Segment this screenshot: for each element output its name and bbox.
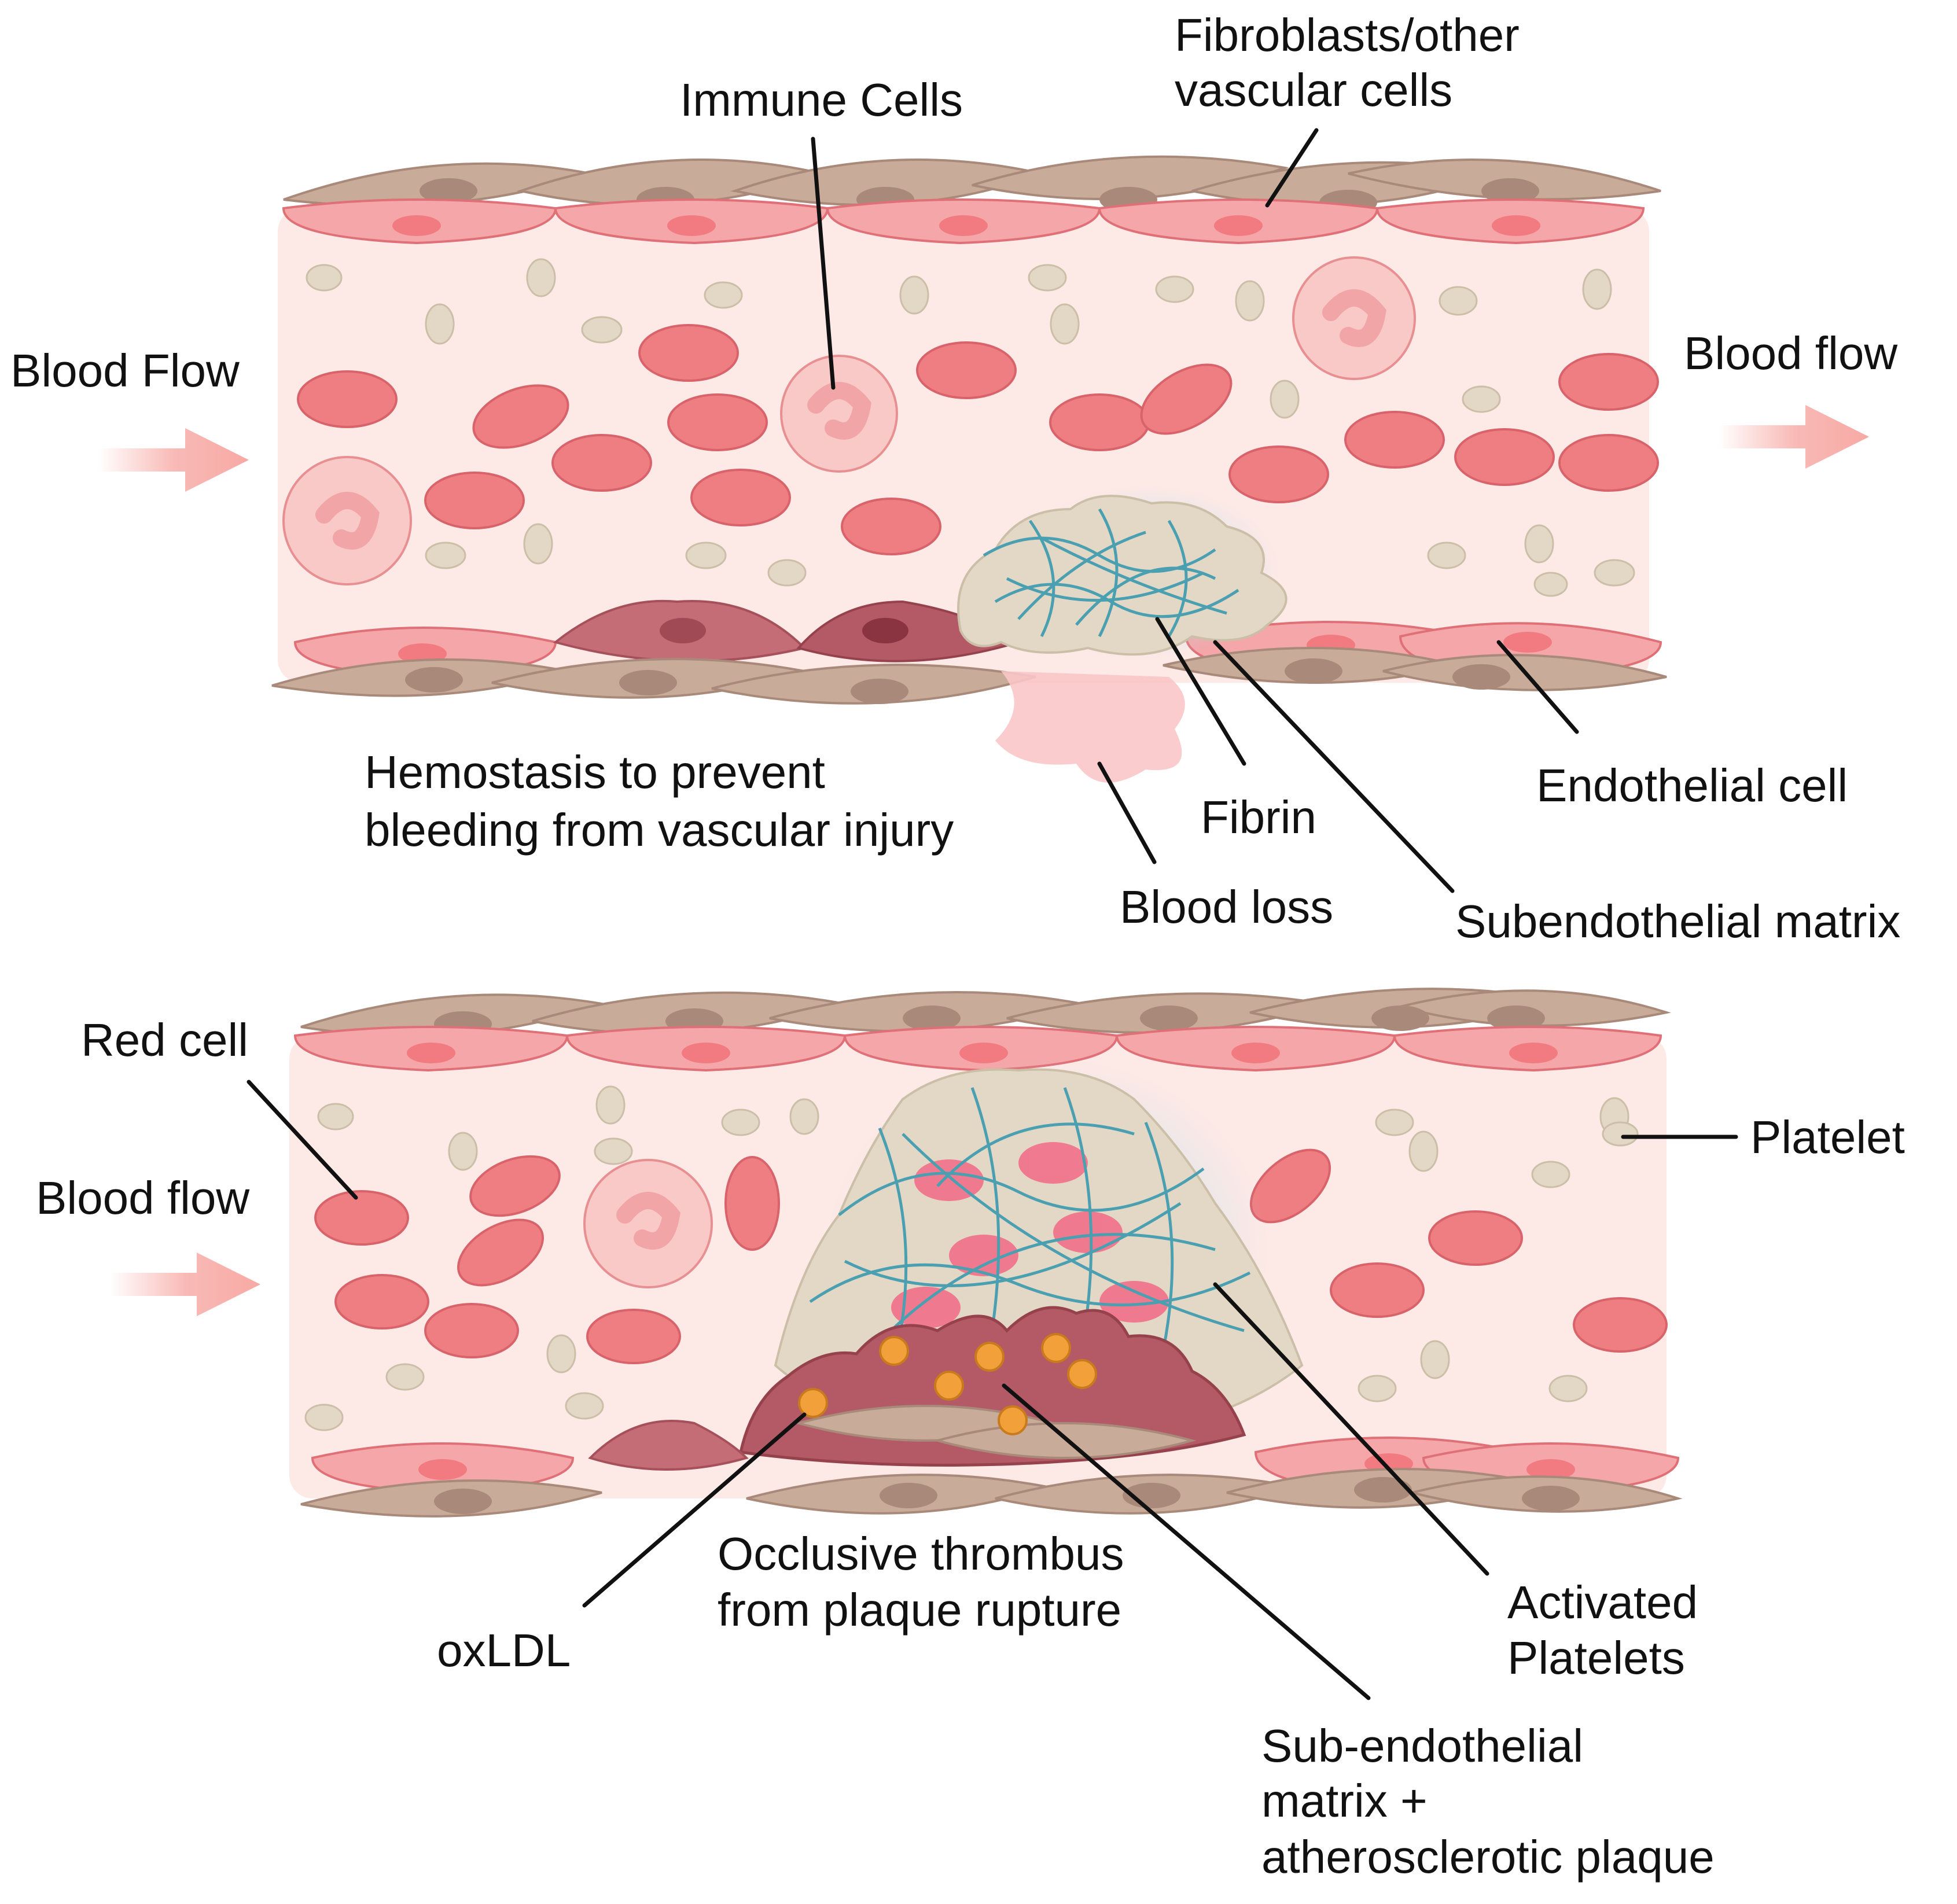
top-endothelium-upper <box>282 198 1645 245</box>
top-endothelium-nuclei-upper <box>392 215 1540 236</box>
label-thrombus-line1: Occlusive thrombus <box>718 1528 1124 1579</box>
label-hemostasis-line1: Hemostasis to prevent <box>365 746 825 798</box>
bottom-thrombus <box>588 1059 1304 1471</box>
top-clot <box>957 486 1288 660</box>
leader-fibroblasts <box>1265 128 1319 208</box>
bottom-immune-cell <box>583 1159 713 1288</box>
leader-fibrin <box>1155 617 1246 766</box>
bottom-red-cells <box>314 1148 1668 1364</box>
top-blood-flow-arrow-right <box>1719 405 1869 469</box>
leader-immune-cells <box>811 137 836 390</box>
top-immune-cells <box>282 256 1416 585</box>
label-blood-flow: Blood flow <box>36 1172 249 1224</box>
label-subendothelial-matrix: Subendothelial matrix <box>1455 896 1900 947</box>
top-fibroblast-nuclei-lower <box>405 658 1510 704</box>
label-platelet: Platelet <box>1750 1111 1905 1163</box>
label-subendo-line2: matrix + <box>1261 1775 1428 1826</box>
leader-activated-platelets <box>1213 1282 1489 1576</box>
label-blood-flow-left: Blood Flow <box>10 345 240 396</box>
blood-loss-splash <box>995 671 1185 783</box>
label-hemostasis-line2: bleeding from vascular injury <box>365 804 954 856</box>
top-damaged-endothelium <box>553 599 1021 662</box>
top-red-cells <box>297 324 1659 555</box>
label-activated-line1: Activated <box>1507 1577 1698 1628</box>
label-oxldl: oxLDL <box>437 1625 571 1676</box>
bottom-endothelium-nuclei-upper <box>407 1043 1558 1063</box>
label-blood-loss: Blood loss <box>1120 881 1333 933</box>
label-red-cell: Red cell <box>81 1014 248 1066</box>
bottom-panel: Red cell Blood flow Platelet oxLDL Occlu… <box>36 988 1905 1883</box>
label-thrombus-line2: from plaque rupture <box>718 1584 1121 1636</box>
leader-oxldl <box>582 1412 807 1608</box>
label-immune-cells: Immune Cells <box>680 74 963 126</box>
oxldl-particles <box>798 1333 1097 1435</box>
bottom-platelets <box>304 1085 1639 1431</box>
label-endothelial-cell: Endothelial cell <box>1536 760 1848 811</box>
bottom-endothelium-upper <box>293 1026 1662 1072</box>
leader-sub-endothelial <box>1002 1383 1371 1700</box>
label-fibroblasts-line1: Fibroblasts/other <box>1175 9 1520 61</box>
label-fibroblasts-line2: vascular cells <box>1175 64 1452 116</box>
label-subendo-line3: atherosclerotic plaque <box>1261 1831 1715 1883</box>
leader-blood-loss <box>1097 761 1157 864</box>
top-panel: Blood Flow Blood flow Immune Cells Fibro… <box>10 9 1900 947</box>
leader-endothelial <box>1496 640 1579 734</box>
leader-subendothelial <box>1213 640 1455 893</box>
label-subendo-line1: Sub-endothelial <box>1261 1720 1583 1772</box>
bottom-blood-flow-arrow <box>110 1253 260 1316</box>
label-fibrin: Fibrin <box>1201 791 1316 843</box>
trapped-red-cells <box>891 1142 1169 1328</box>
top-fibrin-strands <box>983 508 1239 638</box>
top-blood-flow-arrow-left <box>98 428 249 492</box>
top-platelets <box>306 258 1635 597</box>
leader-red-cell <box>247 1080 358 1200</box>
top-fibroblast-layer-upper <box>283 155 1661 207</box>
label-activated-line2: Platelets <box>1507 1632 1685 1684</box>
label-blood-flow-right: Blood flow <box>1684 327 1897 379</box>
